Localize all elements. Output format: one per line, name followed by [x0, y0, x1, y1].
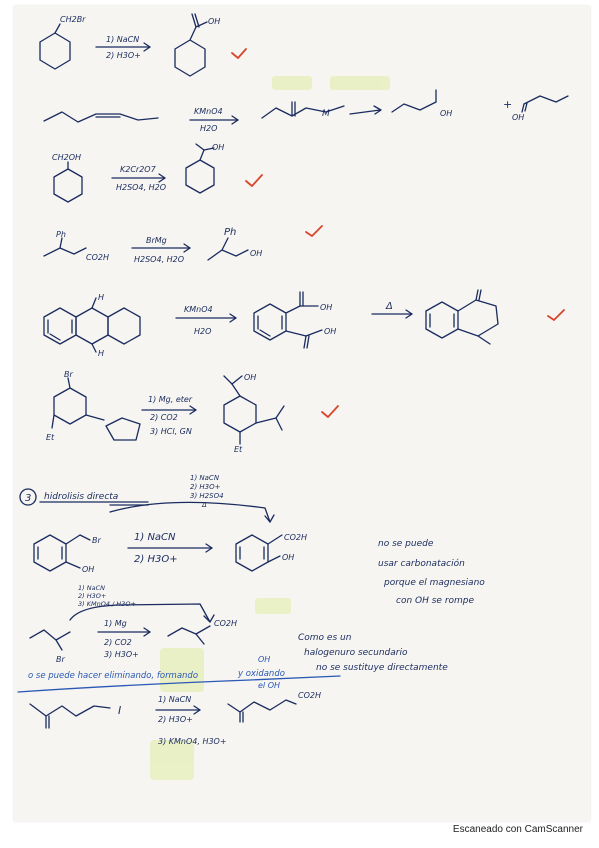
reaction-5 [43, 289, 499, 353]
r3a-substrate-oh: OH [82, 565, 94, 574]
route-step-1: 1) NaCN [190, 474, 220, 482]
r3b-blue-note-2: y oxidando [237, 669, 285, 679]
reaction-4 [43, 237, 249, 261]
scanner-footer: Escaneado con CamScanner [452, 824, 583, 835]
r3-step-2: H2SO4, H2O [116, 183, 166, 192]
r3b-blue-note-oh-1: OH [258, 655, 270, 664]
r3a-note-line-1: no se puede [378, 539, 434, 549]
reaction-6 [51, 375, 285, 445]
r4-step-1: BrMg [146, 236, 167, 245]
r3c-step-1: 1) NaCN [158, 695, 191, 704]
r5-step-1: KMnO4 [184, 305, 213, 314]
r3a-product-oh: OH [282, 553, 294, 562]
r6-substrate-br: Br [64, 370, 73, 379]
r4-substrate-label: Ph [56, 230, 66, 239]
r6-step-2: 2) CO2 [150, 413, 178, 422]
scanned-sheet [14, 6, 590, 821]
r4-product-group: OH [250, 249, 262, 258]
r6-product-oh: OH [244, 373, 256, 382]
r5-substrate-label-2: H [98, 349, 104, 358]
reaction-2 [43, 89, 569, 125]
reaction-1 [39, 13, 208, 77]
r3b-blue-note-1: o se puede hacer eliminando, formando [28, 671, 198, 681]
r1-step-2: 2) H3O+ [106, 51, 141, 60]
r5-product-label-1: OH [320, 303, 332, 312]
r4-product-label: Ph [224, 227, 236, 238]
r3b-note-line-2: halogenuro secundario [304, 648, 408, 658]
r5-substrate-label-1: H [98, 293, 104, 302]
r2-product-label-1: M [322, 109, 330, 119]
section-title: hidrolisis directa [44, 492, 118, 502]
r2-plus-sign: + [503, 98, 512, 111]
r3b-substrate-br: Br [56, 655, 65, 664]
r1-product-label: OH [208, 17, 220, 26]
r3b-step-1: 1) Mg [104, 619, 127, 628]
r3c-substrate-i: I [118, 704, 121, 717]
r3-substrate-label: CH2OH [52, 153, 81, 162]
r2-step-2: H2O [200, 124, 217, 133]
r3a-note-line-2: usar carbonatación [378, 558, 465, 569]
reaction-3 [53, 143, 215, 203]
r3a-note-line-3: porque el magnesiano [383, 578, 485, 588]
r6-step-3: 3) HCl, GN [150, 427, 192, 436]
r2-step-1: KMnO4 [194, 107, 223, 116]
r3c-product-co2h: CO2H [298, 691, 321, 700]
r3c-step-3: 3) KMnO4, H3O+ [158, 737, 227, 746]
route-step-heat: Δ [201, 501, 207, 509]
section-number: 3 [25, 493, 31, 504]
check-marks [231, 48, 565, 418]
r3b-note-line-1: Como es un [298, 633, 352, 643]
r3b-route-step-1: 1) NaCN [78, 584, 105, 592]
section-3-drawings [17, 488, 341, 729]
r3b-step-2: 2) CO2 [104, 638, 132, 647]
r3a-step-2: 2) H3O+ [134, 554, 178, 565]
r3b-note-line-3: no se sustituye directamente [316, 663, 448, 673]
r5-step-2: H2O [194, 327, 211, 336]
r6-product-et: Et [234, 445, 243, 454]
r5-heat-step: Δ [385, 301, 393, 312]
r4-substrate-group: CO2H [86, 253, 109, 262]
r3c-step-2: 2) H3O+ [158, 715, 193, 724]
r3a-note-line-4: con OH se rompe [396, 596, 475, 606]
r1-step-1: 1) NaCN [106, 35, 139, 44]
r3a-product-co2h: CO2H [284, 533, 307, 542]
r2-product-label-2: OH [440, 109, 452, 118]
r4-step-2: H2SO4, H2O [134, 255, 184, 264]
r6-step-1: 1) Mg, eter [148, 395, 193, 404]
r3b-route-step-3: 3) KMnO4 / H3O+ [78, 600, 136, 608]
r3b-product-co2h: CO2H [214, 619, 237, 628]
r1-substrate-label: CH2Br [60, 15, 86, 24]
r3-product-label: OH [212, 143, 224, 152]
r3a-step-1: 1) NaCN [134, 532, 176, 543]
route-step-2: 2) H3O+ [190, 483, 221, 491]
r3b-step-3: 3) H3O+ [104, 650, 139, 659]
r3b-blue-note-oh-2: el OH [258, 681, 280, 690]
r5-product-label-2: OH [324, 327, 336, 336]
route-step-3: 3) H2SO4 [190, 492, 224, 500]
r3a-substrate-br: Br [92, 536, 101, 545]
r3b-route-step-2: 2) H3O+ [78, 592, 106, 600]
r3-step-1: K2Cr2O7 [120, 165, 157, 174]
r2-product-label-3: OH [512, 113, 524, 122]
r6-substrate-et: Et [46, 433, 55, 442]
